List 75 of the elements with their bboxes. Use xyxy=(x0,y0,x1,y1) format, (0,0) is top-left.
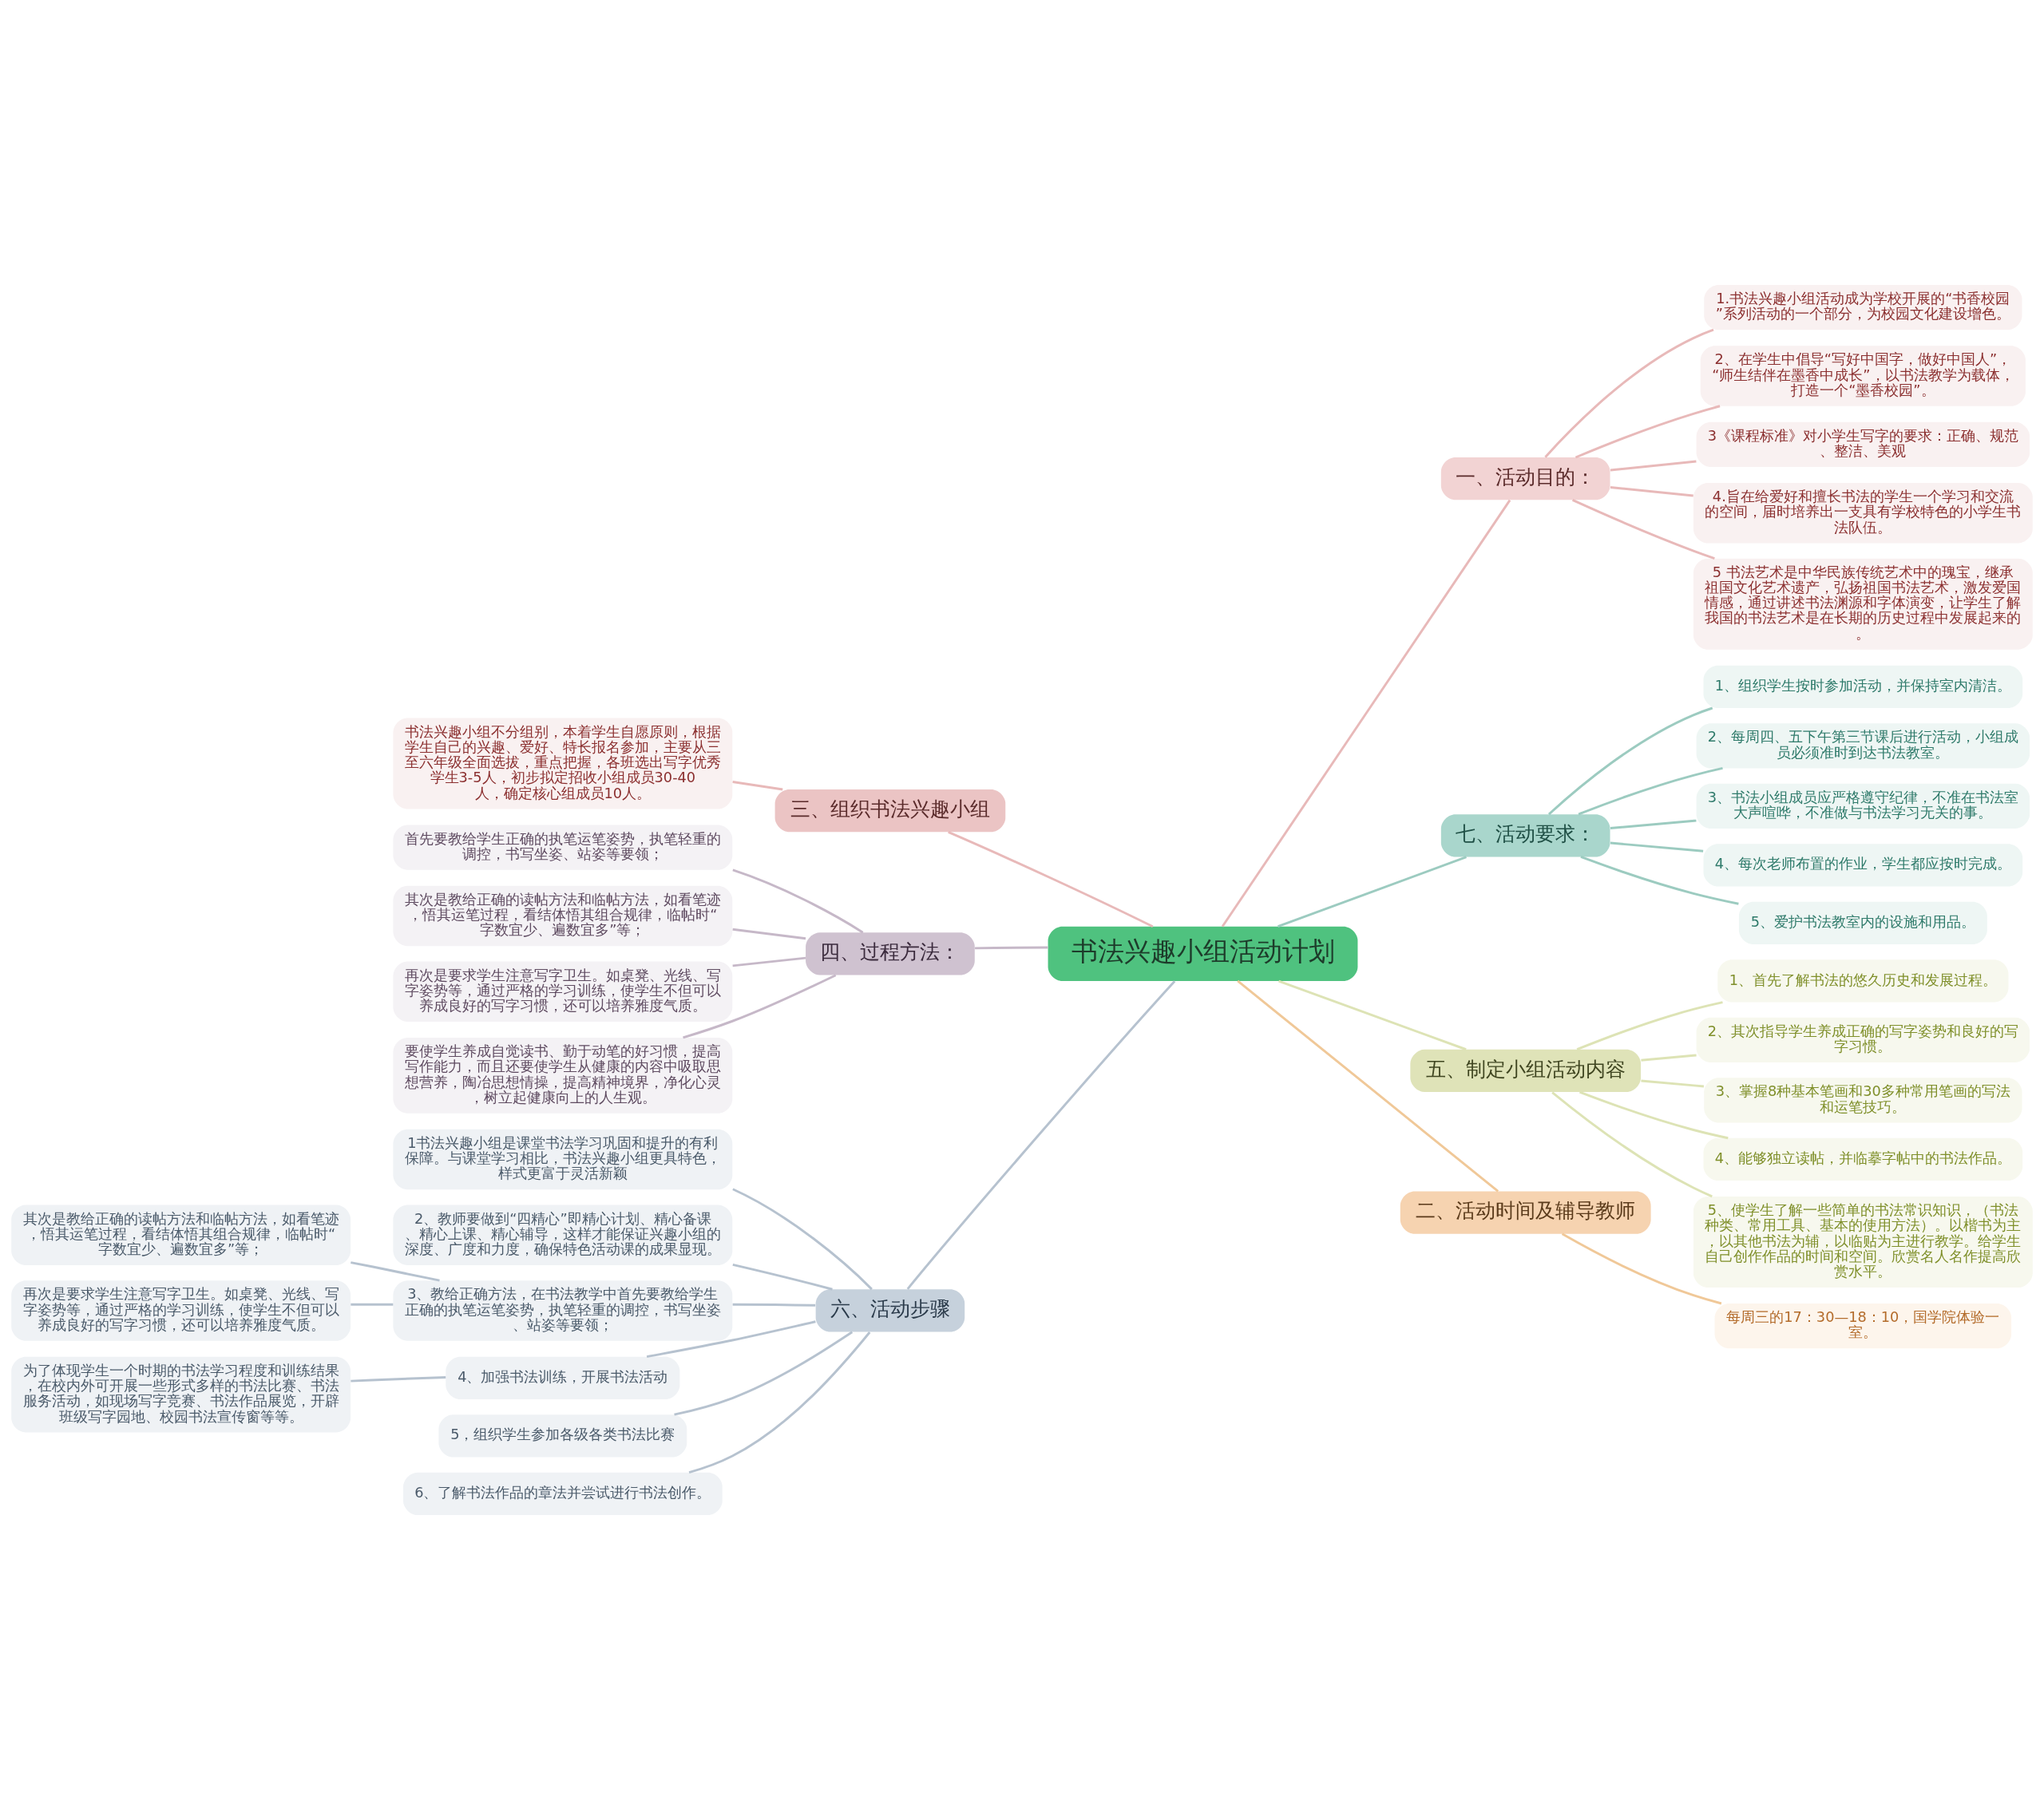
node-box: 首先要教给学生正确的执笔运笔姿势，执笔轻重的调控，书写坐姿、站姿等要领； xyxy=(393,825,733,870)
connector xyxy=(1610,841,1704,853)
connector xyxy=(1544,328,1714,458)
node-box: 4、加强书法训练，开展书法活动 xyxy=(446,1356,680,1399)
connector xyxy=(351,1261,440,1282)
node-box: 要使学生养成自觉读书、勤于动笔的好习惯，提高写作能力，而且还要使学生从健康的内容中吸取思想营养，陶冶思想情操，提高精神境界，净化心灵，树立起健康向上的人生观。 xyxy=(393,1037,733,1114)
node-box: 二、活动时间及辅导教师 xyxy=(1400,1191,1651,1234)
connector xyxy=(1547,706,1713,816)
connector xyxy=(1561,1232,1722,1305)
connector xyxy=(646,1320,816,1359)
connector xyxy=(732,868,864,934)
node-box: 1.书法兴趣小组活动成为学校开展的“书香校园”系列活动的一个部分，为校园文化建设增色。 xyxy=(1704,284,2022,330)
node-box: 书法兴趣小组不分组别，本着学生自愿原则，根据学生自己的兴趣、爱好、特长报名参加，主要从三至六年级全面选拔，重点把握，各班选出写字优秀学生3-5人，初步拟定招收小组成员30-40人，确定核心组成员10人。 xyxy=(393,718,733,809)
connector xyxy=(1580,856,1739,905)
connector xyxy=(688,1331,871,1474)
connector xyxy=(674,1331,854,1416)
node-box: 1、首先了解书法的悠久历史和发展过程。 xyxy=(1717,959,2009,1003)
connector xyxy=(1576,1001,1723,1051)
node-box: 2、每周四、五下午第三节课后进行活动，小组成员必须准时到达书法教室。 xyxy=(1696,723,2030,769)
node-box: 5，组织学生参加各级各类书法比赛 xyxy=(438,1414,687,1458)
connector xyxy=(683,974,837,1039)
connector xyxy=(1578,767,1723,816)
node-box: 其次是教给正确的读帖方法和临帖方法，如看笔迹，悟其运笔过程，看结体悟其组合规律，临帖时“字数宜少、遍数宜多”等； xyxy=(11,1205,351,1265)
connector xyxy=(1237,979,1499,1193)
node-box: 六、活动步骤 xyxy=(815,1289,965,1332)
connector xyxy=(906,980,1176,1290)
node-box: 3《课程标准》对小学生写字的要求：正确、规范、整洁、美观 xyxy=(1696,421,2030,467)
node-box: 书法兴趣小组活动计划 xyxy=(1048,926,1358,981)
node-box: 五、制定小组活动内容 xyxy=(1410,1049,1641,1093)
node-box: 4、每次老师布置的作业，学生都应按时完成。 xyxy=(1703,844,2023,887)
connector xyxy=(1571,499,1715,560)
node-box: 3、掌握8种基本笔画和30多种常用笔画的写法和运笔技巧。 xyxy=(1704,1078,2022,1123)
node-box: 再次是要求学生注意写字卫生。如桌凳、光线、写字姿势等，通过严格的学习训练，使学生不但可以养成良好的写字习惯，还可以培养雅度气质。 xyxy=(393,961,733,1022)
connector xyxy=(732,1263,833,1291)
connector xyxy=(732,1303,816,1307)
node-box: 6、了解书法作品的章法并尝试进行书法创作。 xyxy=(403,1472,723,1516)
node-box: 3、教给正确方法，在书法教学中首先要教给学生正确的执笔运笔姿势，执笔轻重的调控，书写坐姿、站姿等要领； xyxy=(393,1280,733,1341)
connector xyxy=(732,781,783,791)
connector xyxy=(1575,405,1721,459)
node-box: 1书法兴趣小组是课堂书法学习巩固和提升的有利保障。与课堂学习相比，书法兴趣小组更具特色，样式更富于灵活新颖 xyxy=(393,1129,733,1190)
node-box: 三、组织书法兴趣小组 xyxy=(774,789,1006,833)
connector xyxy=(1278,856,1467,928)
node-box: 5、使学生了解一些简单的书法常识知识，（书法种类、常用工具、基本的使用方法）。以楷书为主，以其他书法为辅，以临贴为主进行教学。给学生自己创作作品的时间和空间。欣赏名人名作提高欣赏水平。 xyxy=(1693,1197,2033,1288)
node-box: 5 书法艺术是中华民族传统艺术中的瑰宝，继承祖国文化艺术遗产，弘扬祖国书法艺术，激发爱国情感，通过讲述书法渊源和字体演变，让学生了解我国的书法艺术是在长期的历史过程中发展起来的。 xyxy=(1693,558,2033,650)
node-box: 3、书法小组成员应严格遵守纪律，不准在书法室大声喧哗，不准做与书法学习无关的事。 xyxy=(1696,783,2030,829)
node-box: 七、活动要求： xyxy=(1440,814,1610,857)
connector xyxy=(351,1376,446,1383)
node-box: 2、其次指导学生养成正确的写字姿势和良好的写字习惯。 xyxy=(1696,1017,2030,1063)
node-box: 为了体现学生一个时期的书法学习程度和训练结果，在校内外可开展一些形式多样的书法比赛、书法服务活动，如现场写字竞赛、书法作品展览，开辟班级写字园地、校园书法宣传窗等等。 xyxy=(11,1356,351,1433)
node-box: 4、能够独立读帖，并临摹字帖中的书法作品。 xyxy=(1703,1137,2023,1181)
connector xyxy=(732,1188,873,1291)
connector xyxy=(732,956,806,967)
node-box: 2、教师要做到“四精心”即精心计划、精心备课、精心上课、精心辅导，这样才能保证兴趣小组的深度、广度和力度，确保特色活动课的成果显现。 xyxy=(393,1205,733,1265)
node-box: 四、过程方法： xyxy=(806,932,975,975)
node-box: 再次是要求学生注意写字卫生。如桌凳、光线、写字姿势等，通过严格的学习训练，使学生不但可以养成良好的写字习惯，还可以培养雅度气质。 xyxy=(11,1280,351,1341)
connector xyxy=(1641,1079,1705,1088)
connector xyxy=(1551,1091,1713,1198)
node-box: 其次是教给正确的读帖方法和临帖方法，如看笔迹，悟其运笔过程，看结体悟其组合规律，临帖时“字数宜少、遍数宜多”等； xyxy=(393,885,733,947)
node-box: 2、在学生中倡导“写好中国字，做好中国人”，“师生结伴在墨香中成长”，以书法教学为载体，打造一个“墨香校园”。 xyxy=(1700,346,2026,406)
connector xyxy=(1610,460,1697,472)
connector xyxy=(732,928,806,940)
node-box: 一、活动目的： xyxy=(1440,457,1610,500)
node-box: 4.旨在给爱好和擅长书法的学生一个学习和交流的空间，届时培养出一支具有学校特色的小学生书法队伍。 xyxy=(1693,482,2033,544)
connector xyxy=(1278,979,1467,1051)
node-box: 5、爱护书法教室内的设施和用品。 xyxy=(1738,901,1987,944)
node-box: 每周三的17：30—18：10，国学院体验一室。 xyxy=(1714,1304,2012,1349)
connector xyxy=(1221,499,1511,928)
connector xyxy=(975,946,1048,950)
connector xyxy=(1610,485,1693,497)
connector xyxy=(948,831,1154,928)
connector xyxy=(1579,1090,1729,1140)
connector xyxy=(1610,819,1697,830)
connector xyxy=(351,1303,394,1306)
node-box: 1、组织学生按时参加活动，并保持室内清洁。 xyxy=(1703,665,2023,708)
connector xyxy=(1641,1054,1697,1062)
